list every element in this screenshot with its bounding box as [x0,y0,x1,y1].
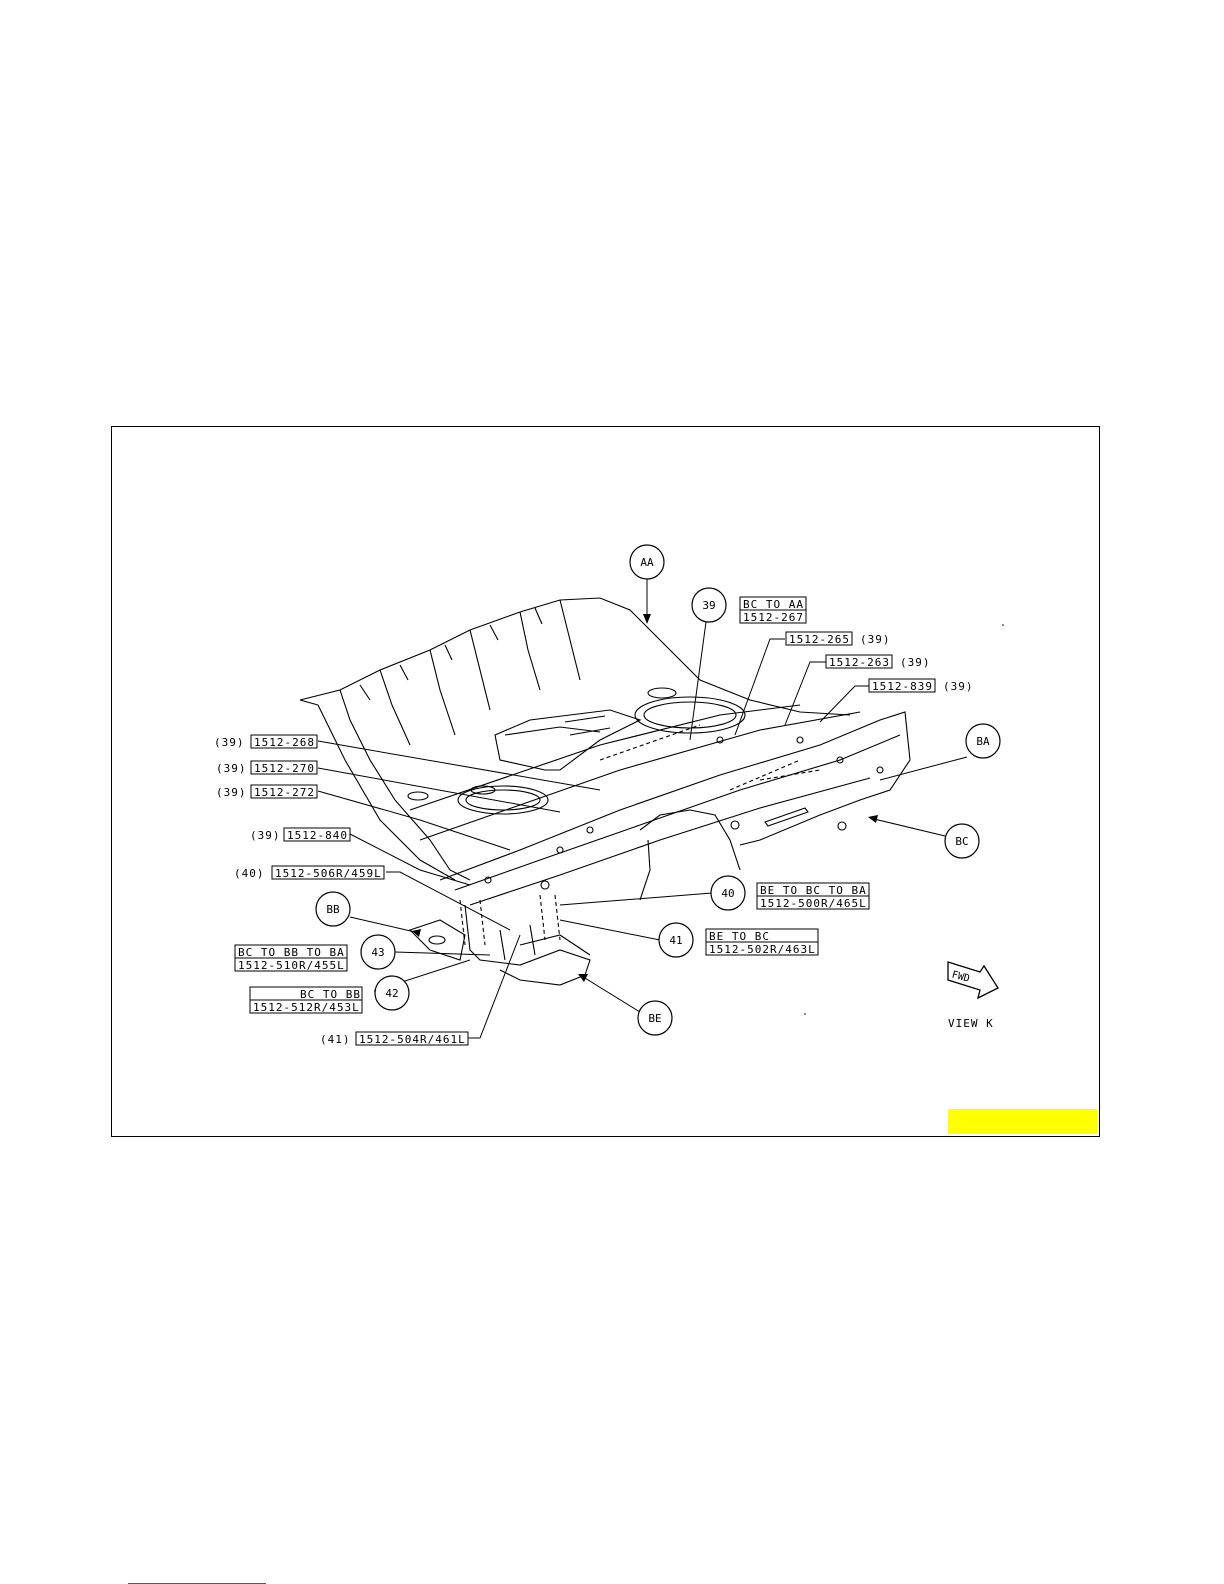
label-bc-to-aa: BC TO AA [743,598,804,611]
label-1512-504: 1512-504R/461L [359,1033,466,1046]
label-1512-840: 1512-840 [287,829,348,842]
label-bc-to-bb-to-ba: BC TO BB TO BA [238,946,345,959]
label-1512-502: 1512-502R/463L [709,943,816,956]
svg-text:FWD: FWD [951,970,971,985]
label-1512-263: 1512-263 [829,656,890,669]
bubble-BB: BB [315,891,351,927]
svg-text:BA: BA [976,735,990,748]
label-1512-270: 1512-270 [254,762,315,775]
svg-text:40: 40 [721,887,734,900]
svg-text:42: 42 [385,987,398,1000]
bubble-39: 39 [691,587,727,623]
bubble-41: 41 [658,922,694,958]
fwd-arrow-icon: FWD [947,961,999,1000]
svg-text:BE: BE [648,1012,661,1025]
svg-text:BC: BC [955,835,968,848]
label-1512-506: 1512-506R/459L [275,867,382,880]
svg-text:AA: AA [640,556,654,569]
ref-1512-263: (39) [900,656,931,669]
svg-text:BB: BB [326,903,340,916]
label-bc-to-bb: BC TO BB [300,988,361,1001]
label-1512-267: 1512-267 [743,611,804,624]
ref-1512-265: (39) [860,633,891,646]
ref-1512-272: (39) [216,786,247,799]
leader-lines [317,578,968,1039]
label-1512-268: 1512-268 [254,736,315,749]
label-be-to-bc-to-ba: BE TO BC TO BA [760,884,867,897]
bubble-40: 40 [710,875,746,911]
bubble-BC: BC [944,823,980,859]
highlight-box [948,1109,1097,1134]
view-label: VIEW K [948,1017,994,1030]
label-1512-839: 1512-839 [872,680,933,693]
bubble-BA: BA [965,723,1001,759]
arrow-heads [412,614,878,982]
ref-1512-506: (40) [234,867,265,880]
ref-1512-268: (39) [214,736,245,749]
ref-1512-839: (39) [943,680,974,693]
label-1512-510: 1512-510R/455L [238,959,345,972]
label-1512-512: 1512-512R/453L [253,1001,360,1014]
label-1512-272: 1512-272 [254,786,315,799]
bubble-AA: AA [629,544,665,580]
bubble-42: 42 [374,975,410,1011]
ref-1512-840: (39) [250,829,281,842]
diagram-frame [111,426,1100,1137]
label-be-to-bc: BE TO BC [709,930,770,943]
label-1512-500: 1512-500R/465L [760,897,867,910]
bubble-BE: BE [637,1000,673,1036]
svg-text:39: 39 [702,599,715,612]
ref-1512-504: (41) [320,1033,351,1046]
svg-text:43: 43 [371,946,384,959]
svg-text:41: 41 [669,934,682,947]
bubble-43: 43 [360,934,396,970]
ref-1512-270: (39) [216,762,247,775]
label-1512-265: 1512-265 [789,633,850,646]
